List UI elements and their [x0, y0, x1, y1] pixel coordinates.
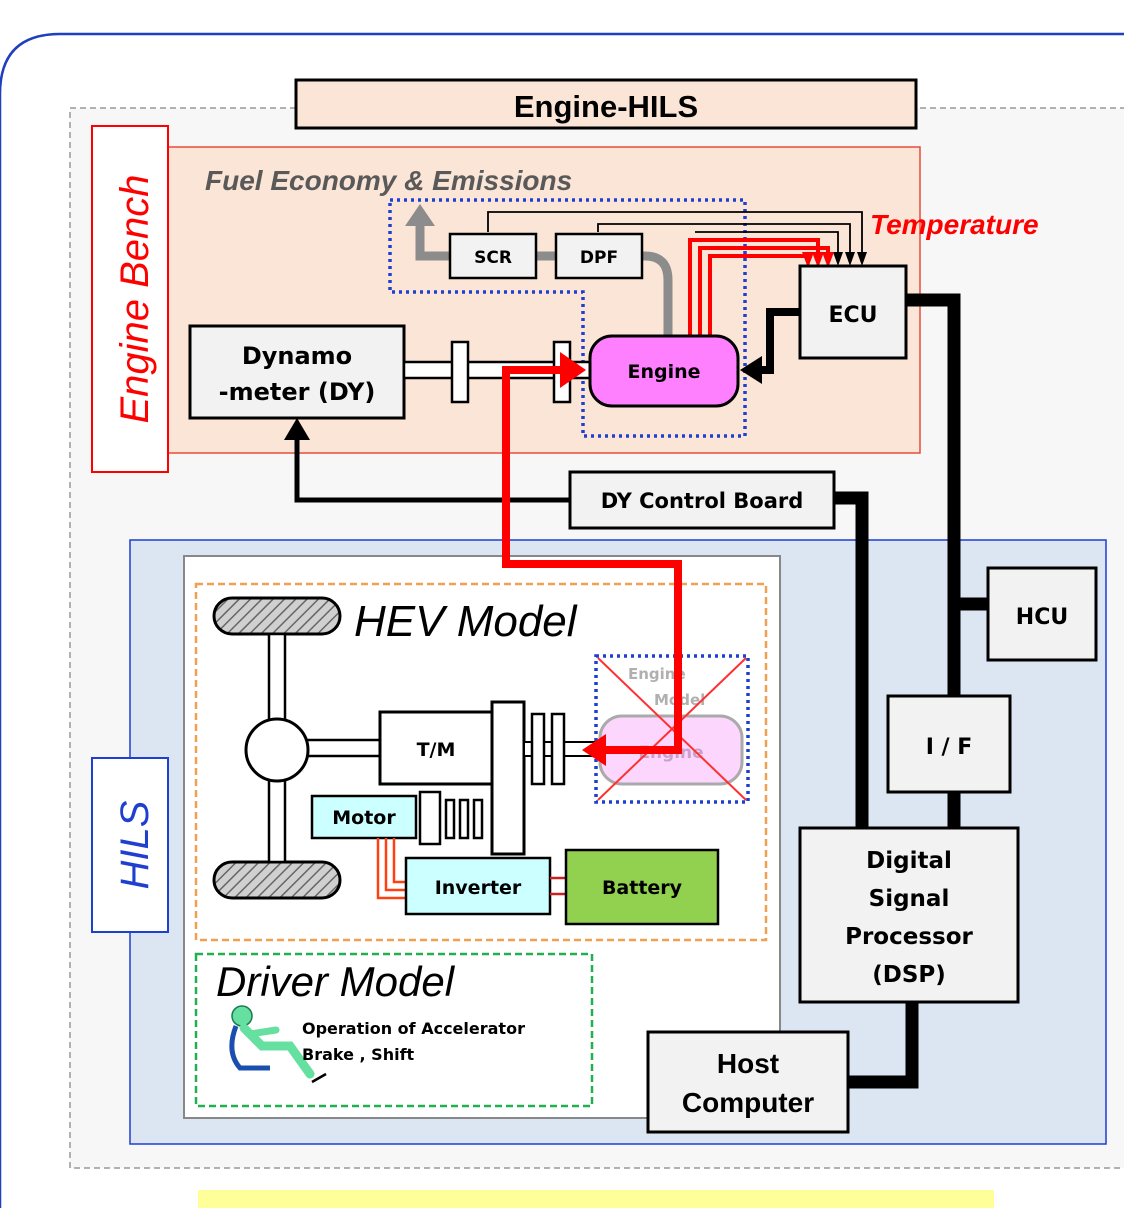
- hev-model-region: [194, 582, 768, 942]
- hev-model-title: HEV Model: [354, 597, 578, 646]
- dy-board-arrow: [284, 418, 310, 440]
- engine-signal-arrow-bottom: [582, 734, 606, 766]
- gear-block: [490, 700, 526, 856]
- tm-box: T/M: [378, 710, 494, 786]
- driver-operation-1: Operation of Accelerator: [302, 1019, 525, 1038]
- sensor-arrowheads: [833, 252, 867, 266]
- dy-control-board-box: DY Control Board: [568, 470, 836, 530]
- motor-coupling: [418, 790, 442, 846]
- front-wheel: [212, 596, 342, 636]
- dsp-label-2: Signal: [869, 886, 950, 912]
- driver-operation-2: Brake , Shift: [302, 1045, 415, 1064]
- engine-model-cross: [597, 657, 747, 801]
- ecu-engine-line: [758, 308, 800, 374]
- motor-gears: [444, 798, 484, 840]
- inverter-box: Inverter: [404, 856, 552, 916]
- exhaust-arrow: [405, 204, 435, 226]
- hils-label-box: HILS: [91, 757, 169, 933]
- dy-board-line: [294, 436, 570, 503]
- differential: [244, 717, 310, 783]
- dynamometer-label-1: Dynamo: [242, 342, 352, 370]
- dpf-box: DPF: [554, 232, 644, 280]
- dsp-label-4: (DSP): [872, 962, 946, 988]
- dynamometer-label-2: -meter (DY): [219, 378, 376, 406]
- battery-label: Battery: [602, 877, 683, 899]
- engine-model-region: [594, 654, 750, 804]
- interface-box: I / F: [886, 694, 1012, 794]
- temperature-label: Temperature: [870, 209, 1039, 240]
- ecu-box: ECU: [798, 264, 908, 360]
- motor-label: Motor: [332, 807, 396, 829]
- host-label-1: Host: [717, 1048, 779, 1079]
- ecu-label: ECU: [828, 303, 877, 328]
- drive-shaft: [303, 738, 383, 758]
- engine-box: Engine: [588, 334, 740, 408]
- engine-label: Engine: [627, 361, 700, 383]
- hev-clutch-2: [550, 712, 566, 786]
- dsp-label-3: Processor: [845, 924, 973, 950]
- dsp-box: Digital Signal Processor (DSP): [798, 826, 1020, 1004]
- page-title: Engine-HILS: [514, 89, 698, 124]
- engine-signal-arrow-top: [560, 352, 586, 388]
- host-label-2: Computer: [682, 1087, 814, 1118]
- scr-label: SCR: [474, 248, 512, 268]
- motor-box: Motor: [310, 794, 418, 840]
- fuel-economy-title: Fuel Economy & Emissions: [205, 165, 572, 196]
- hcu-label: HCU: [1016, 605, 1068, 630]
- engine-signal-path: [502, 366, 682, 754]
- engine-bench-label-box: Engine Bench: [91, 125, 169, 473]
- hev-clutch-1: [530, 712, 546, 786]
- engine-bench-label: Engine Bench: [113, 174, 157, 423]
- host-computer-box: Host Computer: [646, 1030, 850, 1134]
- hils-label: HILS: [113, 800, 157, 889]
- engine-model-label-1: Engine: [628, 665, 686, 683]
- tm-label: T/M: [417, 739, 456, 761]
- interface-label: I / F: [926, 735, 973, 760]
- exhaust-pipe: [415, 224, 673, 336]
- inverter-battery-wires: [550, 876, 566, 896]
- motor-inverter-wires: [376, 838, 406, 900]
- rear-wheel: [212, 860, 342, 900]
- temperature-arrowheads: [802, 252, 834, 268]
- dsp-label-1: Digital: [866, 848, 952, 874]
- dpf-label: DPF: [580, 248, 618, 268]
- driver-model-title: Driver Model: [216, 958, 456, 1005]
- driver-icon: [229, 1005, 327, 1084]
- battery-box: Battery: [564, 848, 720, 926]
- bench-coupling-1: [450, 340, 470, 404]
- inverter-label: Inverter: [435, 877, 522, 899]
- sensor-lines: [487, 211, 863, 252]
- signal-buses: [834, 293, 988, 1089]
- scr-box: SCR: [448, 232, 538, 280]
- driver-model-region: [194, 952, 594, 1108]
- bottom-banner: [198, 1190, 994, 1208]
- dy-control-board-label: DY Control Board: [601, 489, 804, 513]
- title-box: Engine-HILS: [294, 78, 918, 130]
- hcu-box: HCU: [986, 566, 1098, 662]
- dynamometer-box: Dynamo -meter (DY): [188, 324, 406, 420]
- ecu-engine-arrow: [740, 356, 762, 384]
- outer-frame: [0, 32, 1124, 1208]
